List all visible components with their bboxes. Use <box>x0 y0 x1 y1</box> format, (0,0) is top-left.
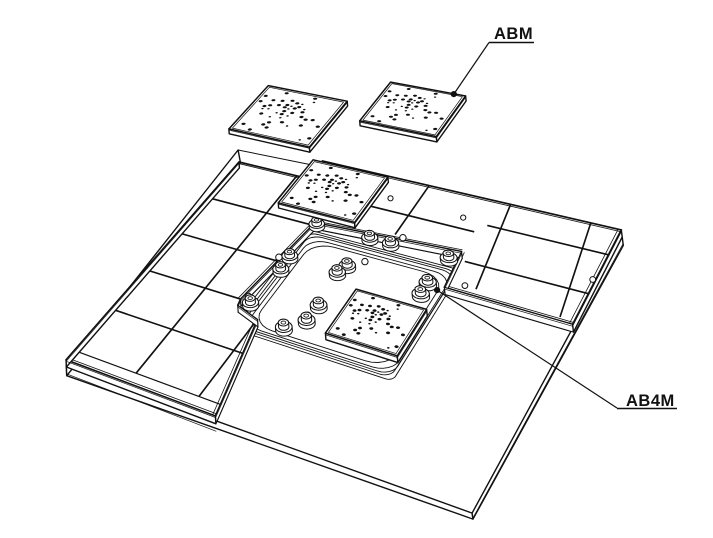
svg-text:AB4M: AB4M <box>626 392 675 410</box>
svg-text:ABM: ABM <box>494 25 533 43</box>
